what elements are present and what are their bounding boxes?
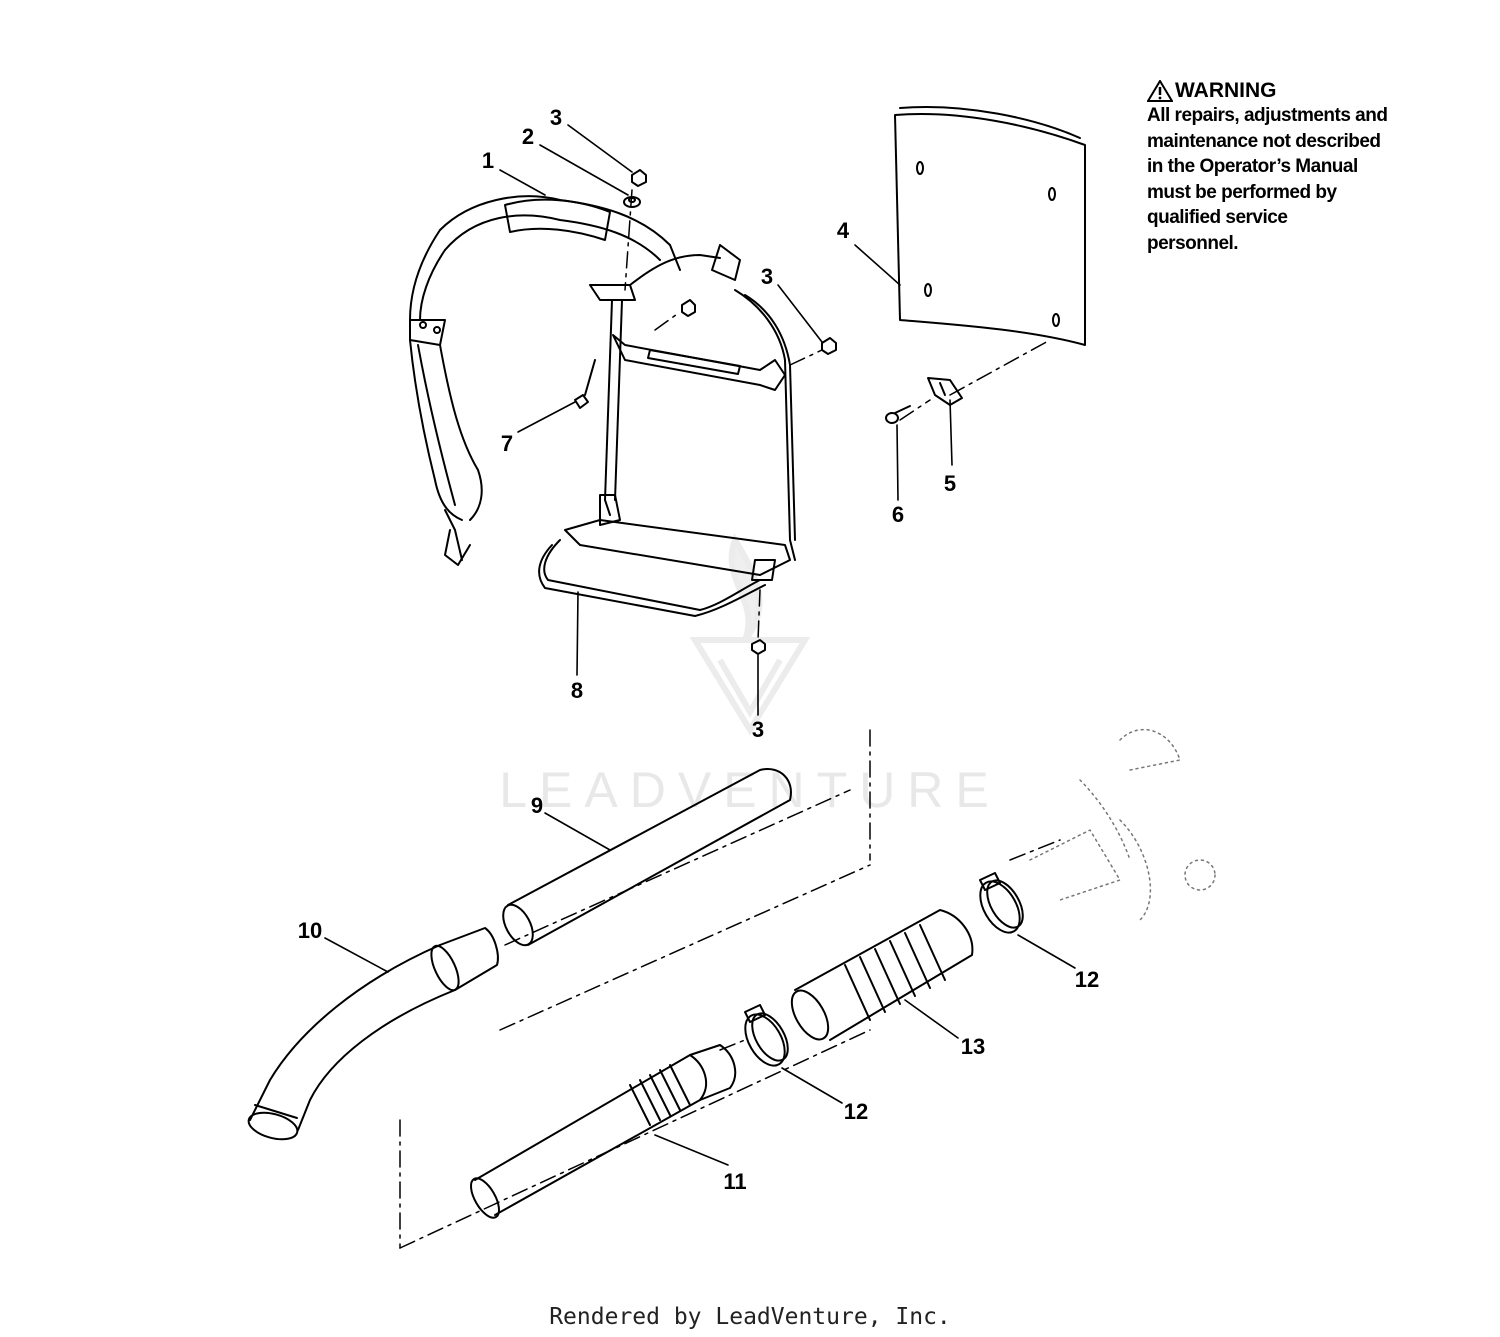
clip-part-5	[927, 377, 963, 406]
tube-part-9	[502, 768, 792, 947]
callout-5: 5	[943, 471, 957, 496]
warning-notice: WARNING All repairs, adjustments and mai…	[1147, 78, 1477, 256]
callout-8: 8	[570, 678, 584, 703]
hardware-washers-nuts	[574, 169, 837, 655]
screw-part-6	[885, 405, 911, 424]
callout-11: 11	[723, 1169, 747, 1194]
leader-lines	[324, 124, 1076, 1166]
alignment-lines	[399, 189, 1061, 1249]
blower-outline	[1029, 729, 1216, 921]
warning-title: WARNING	[1175, 79, 1277, 102]
callout-4: 4	[836, 218, 850, 243]
clamp-part-12-left	[744, 1004, 789, 1067]
callout-1: 1	[481, 148, 495, 173]
shoulder-strap-part-1	[409, 195, 681, 566]
callout-7: 7	[500, 431, 514, 456]
callout-3: 3	[549, 105, 563, 130]
corrugated-tube-part-11	[470, 1044, 737, 1219]
flex-hose-part-13	[790, 909, 974, 1041]
callout-12: 12	[843, 1099, 869, 1124]
callout-10: 10	[297, 918, 323, 943]
callout-12: 12	[1074, 967, 1100, 992]
callout-13: 13	[960, 1034, 986, 1059]
watermark-text: LEADVENTURE	[499, 762, 1001, 818]
warning-triangle-icon	[1147, 79, 1173, 102]
callout-3: 3	[760, 264, 774, 289]
callout-6: 6	[891, 502, 905, 527]
backpack-frame-part-8	[538, 244, 796, 617]
clamp-part-12-right	[979, 872, 1024, 934]
elbow-tube-part-10	[247, 927, 499, 1141]
warning-body: All repairs, adjustments and maintenance…	[1147, 105, 1388, 254]
back-pad-part-4	[894, 106, 1086, 346]
footer-credit: Rendered by LeadVenture, Inc.	[549, 1304, 951, 1330]
callout-3: 3	[751, 717, 765, 742]
callout-9: 9	[530, 793, 544, 818]
callout-2: 2	[521, 124, 535, 149]
warning-title-row: WARNING	[1147, 78, 1477, 103]
